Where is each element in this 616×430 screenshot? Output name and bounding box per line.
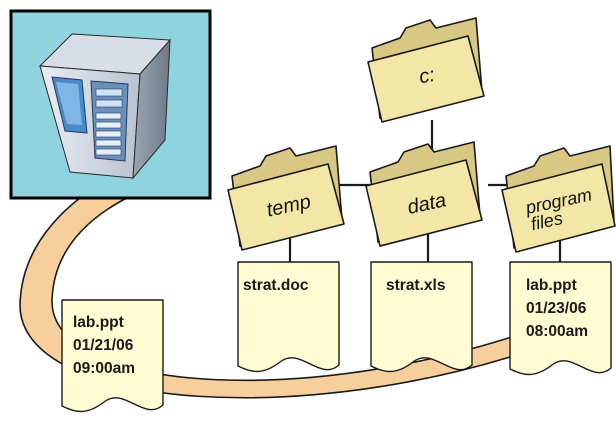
server-tower-icon bbox=[38, 33, 172, 180]
document-strat-doc[interactable]: strat.doc bbox=[237, 261, 340, 373]
folder-label-c: c: bbox=[417, 64, 436, 88]
document-icon bbox=[237, 261, 340, 373]
document-icon bbox=[370, 261, 473, 373]
doc-line-2: 01/21/06 bbox=[73, 337, 134, 354]
document-lab-ppt-source[interactable]: lab.ppt 01/21/06 09:00am bbox=[61, 299, 164, 413]
doc-name-strat-xls: strat.xls bbox=[386, 277, 445, 294]
doc-line-2: 01/23/06 bbox=[526, 300, 587, 317]
folder-data[interactable]: data bbox=[365, 141, 483, 247]
server-panel bbox=[9, 9, 212, 200]
folder-c[interactable]: c: bbox=[367, 17, 485, 123]
document-strat-xls[interactable]: strat.xls bbox=[370, 261, 473, 373]
document-icon bbox=[509, 261, 612, 376]
folder-program-files[interactable]: program files bbox=[501, 145, 616, 253]
folder-temp[interactable]: temp bbox=[227, 145, 345, 251]
doc-line-3: 08:00am bbox=[526, 323, 588, 340]
document-icon bbox=[61, 299, 164, 413]
doc-line-3: 09:00am bbox=[73, 360, 135, 377]
doc-line-1: lab.ppt bbox=[73, 314, 124, 331]
doc-name-strat-doc: strat.doc bbox=[243, 277, 309, 294]
document-lab-ppt-target[interactable]: lab.ppt 01/23/06 08:00am bbox=[509, 261, 612, 376]
doc-line-1: lab.ppt bbox=[526, 277, 577, 294]
